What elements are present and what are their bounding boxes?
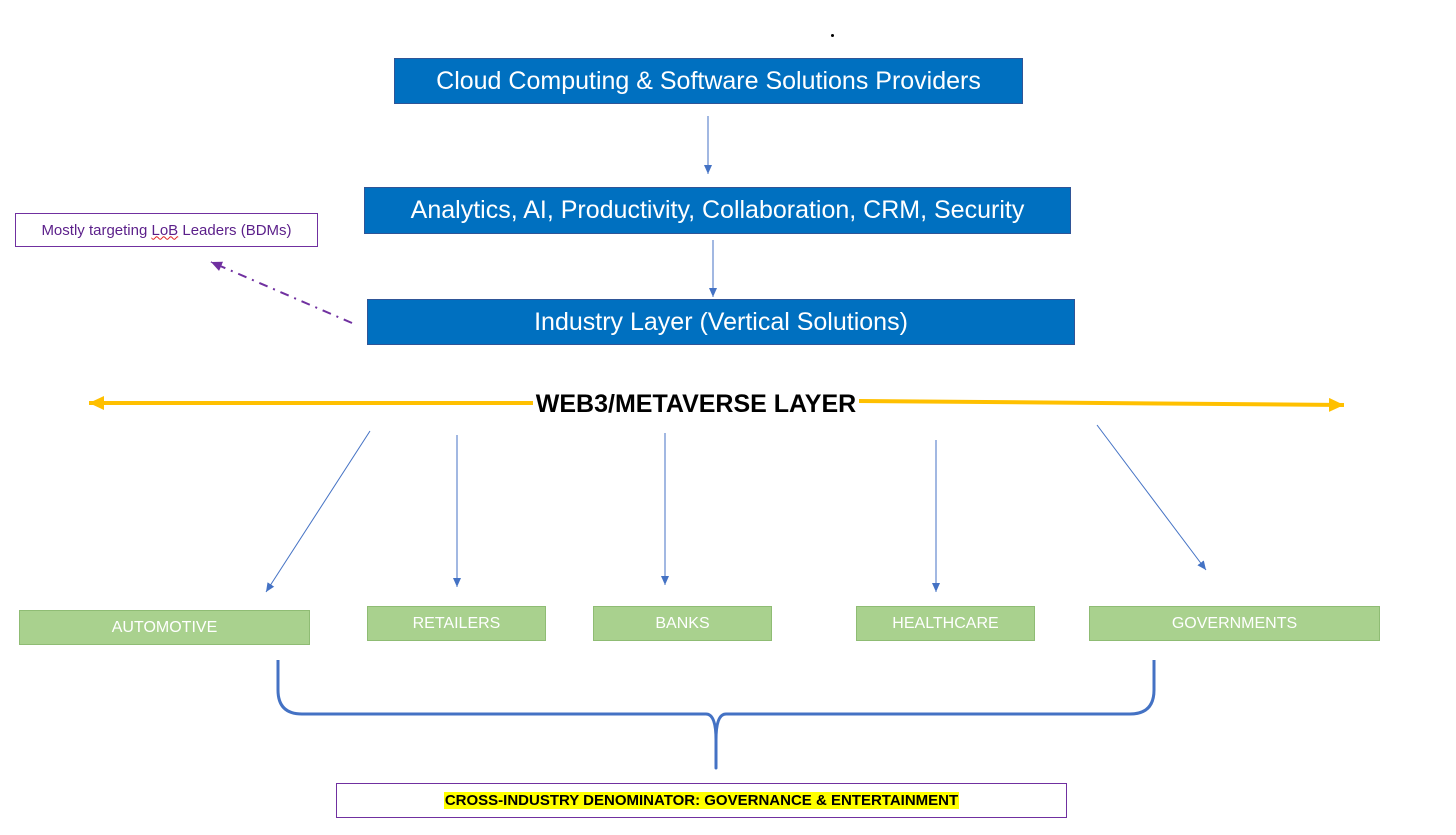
cloud-providers-label: Cloud Computing & Software Solutions Pro…	[436, 66, 981, 95]
industry-label-healthcare: HEALTHCARE	[892, 614, 999, 632]
industry-label-banks: BANKS	[655, 614, 710, 632]
industry-layer-box: Industry Layer (Vertical Solutions)	[367, 299, 1075, 345]
web3-metaverse-layer-label: WEB3/METAVERSE LAYER	[533, 386, 859, 422]
industry-box-banks: BANKS	[593, 606, 772, 641]
industry-box-governments: GOVERNMENTS	[1089, 606, 1380, 641]
lob-note-prefix: Mostly targeting	[41, 221, 152, 239]
industry-label-automotive: AUTOMOTIVE	[111, 618, 218, 636]
industry-box-retailers: RETAILERS	[367, 606, 546, 641]
cross-industry-label: CROSS-INDUSTRY DENOMINATOR: GOVERNANCE &…	[443, 792, 960, 809]
arrow-to-automotive	[265, 430, 371, 593]
dashdot-arrow-to-note	[210, 261, 353, 324]
lob-leaders-note: Mostly targeting LoB Leaders (BDMs)	[15, 213, 318, 247]
web3-arrow-right	[857, 397, 1345, 412]
cloud-providers-box: Cloud Computing & Software Solutions Pro…	[394, 58, 1023, 104]
arrow-to-governments	[1096, 424, 1207, 571]
analytics-layer-box: Analytics, AI, Productivity, Collaborati…	[364, 187, 1071, 234]
industry-layer-label: Industry Layer (Vertical Solutions)	[534, 307, 908, 336]
cross-industry-box: CROSS-INDUSTRY DENOMINATOR: GOVERNANCE &…	[336, 783, 1067, 818]
lob-note-lob: LoB	[151, 221, 179, 239]
industry-label-governments: GOVERNMENTS	[1171, 614, 1298, 632]
lob-note-suffix: Leaders (BDMs)	[178, 221, 292, 239]
industry-box-automotive: AUTOMOTIVE	[19, 610, 310, 645]
stray-dot	[831, 34, 834, 37]
curly-brace	[276, 660, 1156, 770]
industry-label-retailers: RETAILERS	[412, 614, 501, 632]
industry-box-healthcare: HEALTHCARE	[856, 606, 1035, 641]
analytics-layer-label: Analytics, AI, Productivity, Collaborati…	[410, 196, 1025, 224]
